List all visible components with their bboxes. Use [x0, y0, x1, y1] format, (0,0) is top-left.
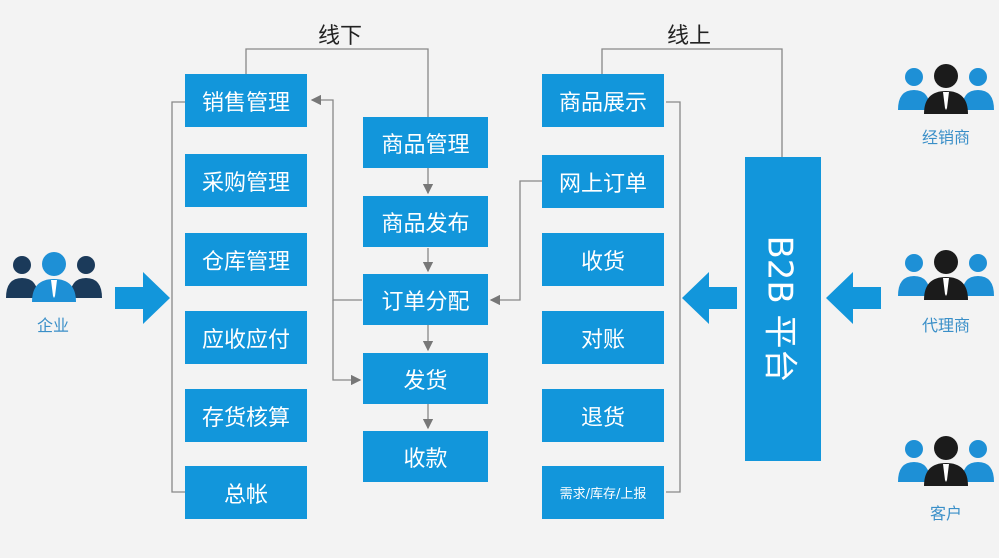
box-warehouse-management: 仓库管理: [185, 233, 307, 286]
agent-people-icon: [898, 250, 994, 300]
box-payment-collection: 收款: [363, 431, 488, 482]
box-demand-inventory-report: 需求/库存/上报: [542, 466, 664, 519]
arrow-right-icon: [115, 272, 170, 324]
box-product-display: 商品展示: [542, 74, 664, 127]
actor-customer-label: 客户: [929, 504, 962, 523]
header-offline: 线下: [318, 24, 363, 49]
box-product-release: 商品发布: [363, 196, 488, 247]
box-product-management: 商品管理: [363, 117, 488, 168]
dealer-people-icon: [898, 64, 994, 114]
box-reconciliation: 对账: [542, 311, 664, 364]
box-receivable-payable: 应收应付: [185, 311, 307, 364]
header-online: 线上: [667, 24, 712, 49]
box-shipping: 发货: [363, 353, 488, 404]
box-online-order: 网上订单: [542, 155, 664, 208]
box-sales-management: 销售管理: [185, 74, 307, 127]
box-returns: 退货: [542, 389, 664, 442]
enterprise-people-icon: [6, 252, 102, 302]
arrow-left-icon: [682, 272, 737, 324]
b2b-platform-box: B2B 平台: [745, 157, 821, 461]
actor-dealer-label: 经销商: [921, 128, 970, 147]
b2b-platform-label: B2B 平台: [759, 235, 800, 383]
box-general-ledger: 总帐: [185, 466, 307, 519]
box-order-allocation: 订单分配: [363, 274, 488, 325]
box-inventory-accounting: 存货核算: [185, 389, 307, 442]
actor-agent-label: 代理商: [921, 316, 970, 335]
box-receiving: 收货: [542, 233, 664, 286]
box-purchase-management: 采购管理: [185, 154, 307, 207]
actor-enterprise-label: 企业: [36, 316, 69, 335]
arrow-left-icon: [826, 272, 881, 324]
customer-people-icon: [898, 436, 994, 486]
